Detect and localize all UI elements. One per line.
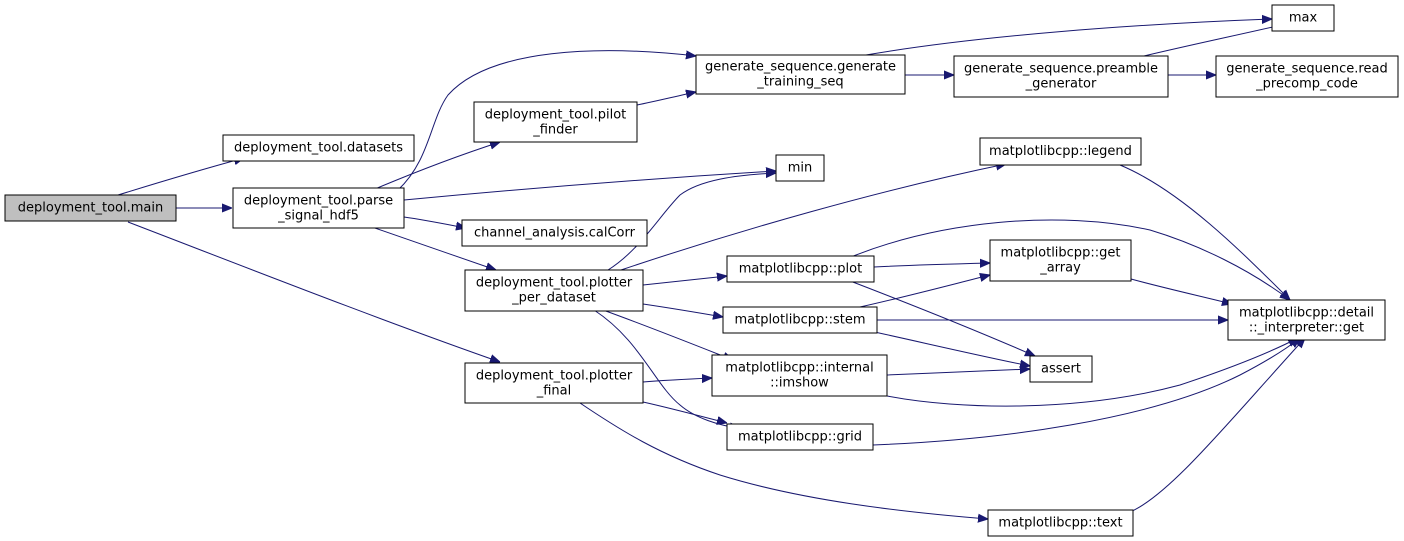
edge-plotter-ds-legend [620,164,1006,271]
node-label-line-1: generate_sequence.preamble [964,62,1158,77]
node-matplotlibcpp-text[interactable]: matplotlibcpp::text [987,509,1134,537]
node-label-line-2: ::_interpreter::get [1249,321,1364,336]
edge-imshow-assert [886,369,1030,376]
node-label-line-2: _signal_hdf5 [277,209,359,224]
node-matplotlibcpp-grid[interactable]: matplotlibcpp::grid [726,423,874,451]
node-label: matplotlibcpp::plot [739,262,862,277]
node-label-line-1: deployment_tool.plotter [476,276,633,291]
edge-get-array-interp-get [1130,278,1232,304]
node-label-line-2: _per_dataset [511,291,596,306]
node-label: deployment_tool.main [18,201,164,216]
node-label: channel_analysis.calCorr [474,226,636,241]
edge-plot-interp-get [845,219,1290,300]
node-matplotlibcpp-plot[interactable]: matplotlibcpp::plot [726,255,875,283]
node-matplotlibcpp-get-array[interactable]: matplotlibcpp::get _array [989,239,1132,282]
node-label-line-2: _training_seq [756,75,843,90]
edge-plotter-ds-min [607,173,776,271]
node-matplotlibcpp-internal-imshow[interactable]: matplotlibcpp::internal ::imshow [711,354,888,397]
node-label: assert [1041,362,1081,377]
edge-text-interp-get [1129,338,1305,513]
edge-plotter-final-text [579,402,988,519]
node-matplotlibcpp-detail-interpreter-get[interactable]: matplotlibcpp::detail ::_interpreter::ge… [1227,299,1386,341]
node-label: min [788,161,813,176]
edge-plot-get-array [873,263,990,267]
node-label-line-1: matplotlibcpp::internal [725,361,873,376]
edge-parse-gen-train [397,51,696,191]
edge-plotter-final-grid [642,401,727,423]
edge-main-datasets [117,158,244,196]
edge-parse-pilot [374,142,500,190]
edge-grid-interp-get [872,338,1300,446]
node-label: deployment_tool.datasets [234,141,403,156]
edge-plotter-ds-stem [642,303,723,317]
node-label-line-1: deployment_tool.plotter [476,369,633,384]
node-label: max [1289,11,1318,26]
node-label-line-2: _final [536,384,572,399]
node-label: matplotlibcpp::legend [989,144,1132,159]
node-matplotlibcpp-legend[interactable]: matplotlibcpp::legend [979,137,1142,166]
edge-legend-interp-get [1119,164,1290,300]
node-generate-sequence-read-precomp-code[interactable]: generate_sequence.read _precomp_code [1215,55,1399,98]
node-label-line-1: generate_sequence.read [1226,62,1387,77]
edge-pilot-gen-train [636,92,696,106]
edge-main-plotter-final [127,221,500,362]
edge-parse-calcorr [403,216,466,228]
node-label-line-2: _generator [1025,77,1097,92]
edge-plot-assert [844,278,1035,356]
node-generate-sequence-preamble-generator[interactable]: generate_sequence.preamble _generator [953,55,1169,98]
edge-stem-assert [869,330,1030,366]
edge-stem-get-array [859,275,990,308]
node-generate-sequence-generate-training-seq[interactable]: generate_sequence.generate _training_seq [695,54,906,95]
node-deployment-tool-parse-signal-hdf5[interactable]: deployment_tool.parse _signal_hdf5 [232,187,405,229]
node-label-line-1: matplotlibcpp::detail [1239,306,1374,321]
edge-plotter-final-imshow [642,378,712,382]
node-label-line-2: _array [1039,261,1081,276]
node-channel-analysis-calcorr[interactable]: channel_analysis.calCorr [461,219,648,247]
node-deployment-tool-pilot-finder[interactable]: deployment_tool.pilot _finder [473,101,638,143]
edge-parse-plotter-ds [371,226,496,270]
node-label: matplotlibcpp::grid [738,430,862,445]
edge-parse-min [403,171,776,201]
node-label: matplotlibcpp::text [998,516,1122,531]
nodes: deployment_tool.main deployment_tool.dat… [4,4,1399,537]
node-label-line-1: deployment_tool.parse [244,194,393,209]
node-assert[interactable]: assert [1029,355,1093,383]
node-label-line-1: generate_sequence.generate [705,60,896,75]
node-deployment-tool-main: deployment_tool.main [4,194,177,222]
node-label-line-2: _finder [532,123,578,138]
edge-plotter-ds-imshow [602,309,733,360]
node-deployment-tool-plotter-final[interactable]: deployment_tool.plotter _final [464,362,644,404]
node-label-line-1: matplotlibcpp::get [1001,246,1121,261]
node-min[interactable]: min [775,154,825,182]
node-label-line-1: deployment_tool.pilot [485,108,627,123]
node-matplotlibcpp-stem[interactable]: matplotlibcpp::stem [722,306,878,334]
node-label-line-2: _precomp_code [1255,77,1358,92]
node-label-line-2: ::imshow [770,376,829,391]
edge-preamble-max [1143,24,1286,57]
edge-imshow-interp-get [886,338,1298,407]
node-label: matplotlibcpp::stem [734,313,865,328]
edges [117,19,1305,519]
edge-plotter-ds-plot [642,276,727,286]
edge-gen-train-max [859,19,1272,57]
node-deployment-tool-plotter-per-dataset[interactable]: deployment_tool.plotter _per_dataset [464,269,644,312]
node-deployment-tool-datasets[interactable]: deployment_tool.datasets [222,134,415,162]
node-max[interactable]: max [1271,4,1335,32]
